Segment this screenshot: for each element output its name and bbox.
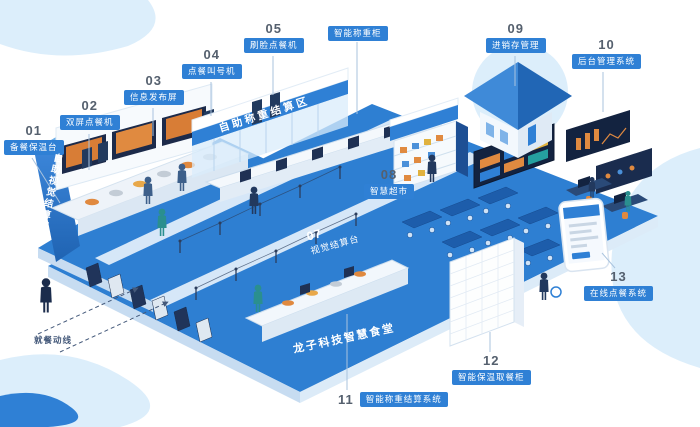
house-window: [500, 129, 508, 145]
face-order-kiosk: [270, 92, 280, 118]
dual-screen-order-kiosk: [98, 141, 108, 163]
callout-01-warming-table: 01 备餐保温台: [4, 124, 64, 155]
callout-pill: 备餐保温台: [4, 140, 64, 155]
callout-pill: 后台管理系统: [572, 54, 642, 69]
callout-number: 01: [25, 123, 42, 138]
callout-number: 13: [610, 269, 627, 284]
settlement-screen: [344, 266, 354, 278]
callout-pill: 进销存管理: [486, 38, 546, 53]
callout-pill: 智慧超市: [364, 184, 415, 199]
weighing-cabinet-screen: [348, 135, 359, 150]
food-tray: [354, 271, 366, 277]
callout-03-info-display: 03 信息发布屏: [124, 74, 184, 105]
food-tray: [157, 170, 171, 178]
callout-13-online-ordering: 13 在线点餐系统: [584, 269, 654, 301]
callout-11-weighing-settlement-system: 11 智能称重结算系统: [338, 392, 448, 407]
callout-number: 12: [483, 353, 500, 368]
callout-pill: 智能称重结算系统: [359, 392, 448, 407]
dining-flow-label: 就餐动线: [34, 335, 73, 345]
house-roof: [464, 62, 518, 130]
phone-app-header: [562, 204, 600, 219]
callout-10-backoffice-system: 10 后台管理系统: [572, 37, 642, 69]
callout-pill: 智能保温取餐柜: [452, 370, 531, 385]
customer-person: [539, 272, 549, 300]
face-order-kiosk: [252, 99, 262, 125]
settlement-screen: [300, 283, 310, 295]
warehouse-house: [464, 62, 572, 158]
callout-number: 11: [338, 391, 354, 407]
callout-pill: 智能称重柜: [328, 26, 388, 41]
dashboard-screen: [596, 148, 652, 194]
house-roof: [518, 62, 572, 130]
blob-bottom-left-dark: [0, 392, 79, 427]
weighing-cabinet-screen: [240, 168, 251, 183]
callout-smart-weighing-cabinet: 智能称重柜: [328, 26, 388, 41]
house-door: [528, 124, 536, 146]
visitor-person: [40, 278, 52, 313]
callout-number: 09: [507, 21, 524, 36]
callout-connector-lines: [31, 42, 616, 390]
console-chair: [622, 212, 628, 219]
smart-market-kiosk: [389, 97, 468, 192]
callout-05-face-order-kiosk: 05 刷脸点餐机: [244, 22, 304, 53]
blob-top-left: [0, 0, 156, 56]
dual-screen-order-kiosk: [82, 147, 92, 169]
callout-pill: 在线点餐系统: [584, 286, 654, 301]
callout-number: 08: [380, 167, 398, 182]
phone-mockup: [550, 197, 610, 298]
callout-number: 10: [598, 37, 615, 52]
dining-flow-arrows: [37, 287, 169, 353]
callout-pill: 点餐叫号机: [182, 64, 242, 79]
weighing-cabinet-screen: [276, 157, 287, 172]
weighing-zone-wall: [191, 67, 349, 178]
callout-12-pickup-locker: 12 智能保温取餐柜: [452, 354, 531, 385]
pickup-locker-panel: [449, 237, 524, 347]
checkout-counter-row: [244, 259, 410, 342]
food-tray: [85, 198, 99, 206]
food-tray: [133, 180, 147, 188]
callout-number: 04: [203, 47, 220, 62]
food-tray: [109, 189, 123, 197]
phone-order-button: [571, 251, 591, 260]
house-window: [486, 122, 494, 138]
food-tray: [282, 300, 294, 306]
food-tray: [330, 281, 342, 287]
callout-number: 05: [265, 21, 282, 36]
callout-number: 03: [145, 73, 162, 88]
callout-number: 02: [81, 98, 98, 113]
callout-pill: 信息发布屏: [124, 90, 184, 105]
callout-02-dual-screen-kiosk: 02 双屏点餐机: [60, 99, 120, 130]
glass-wall: [192, 94, 348, 178]
weighing-cabinet-screen: [312, 146, 323, 161]
callout-04-queue-machine: 04 点餐叫号机: [182, 48, 242, 79]
callout-08-smart-market: 08 智慧超市: [364, 167, 415, 199]
market-sign: [390, 105, 458, 141]
callout-pill: 双屏点餐机: [60, 115, 120, 130]
callout-09-inventory-management: 09 进销存管理: [486, 22, 546, 53]
callout-pill: 刷脸点餐机: [244, 38, 304, 53]
location-ring: [550, 286, 562, 298]
queue-barriers: [178, 165, 358, 300]
